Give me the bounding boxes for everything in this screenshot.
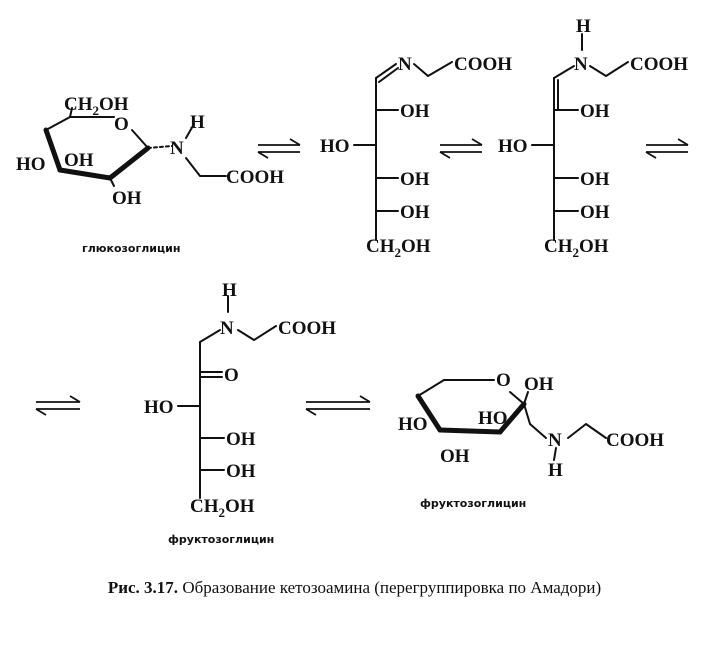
enamine-structure: H N COOH OH HO OH OH CH2OH — [498, 16, 688, 260]
n-ch2-bond — [413, 61, 453, 77]
ring-wedge-bond — [43, 127, 63, 173]
schiff-base-structure: N COOH OH HO OH OH CH2OH — [320, 54, 512, 260]
ring-bond — [45, 116, 71, 131]
oh-group: OH — [400, 101, 430, 122]
ketoamine-open-structure: H N COOH O HO OH OH CH2OH фруктозоглицин — [144, 280, 336, 546]
ho-group: HO — [478, 408, 508, 429]
nitrogen-atom: N — [548, 430, 562, 451]
glucosylglycine-label: глюкозоглицин — [82, 242, 180, 255]
ho-group: HO — [16, 154, 46, 175]
equilibrium-arrow — [35, 395, 81, 416]
fructosylglycine-open-label: фруктозоглицин — [168, 533, 274, 546]
ring-wedge-bond — [57, 167, 113, 181]
ring-wedge-bond — [497, 401, 527, 435]
ho-group: HO — [144, 397, 174, 418]
n-ch2-bond — [237, 325, 277, 341]
hydrogen-atom: H — [576, 16, 591, 37]
oh-group: OH — [226, 461, 256, 482]
ho-group: HO — [498, 136, 528, 157]
cooh-group: COOH — [630, 54, 688, 75]
oh-group: OH — [226, 429, 256, 450]
ch2-bond — [523, 403, 547, 439]
ch2oh-group: CH2OH — [366, 236, 431, 260]
ho-group: HO — [398, 414, 428, 435]
ring-bond — [131, 129, 149, 149]
n-ch2-bond — [185, 157, 227, 177]
carbonyl-double-bond — [199, 371, 223, 378]
equilibrium-arrow — [645, 138, 689, 159]
oh-group: OH — [580, 101, 610, 122]
fructosylglycine-ring-label: фруктозоглицин — [420, 497, 526, 510]
reaction-scheme: CH2OH O HO OH OH H N COOH глюкозоглицин … — [16, 16, 689, 546]
n-h-bond — [553, 447, 557, 461]
c-n-bond — [553, 65, 575, 79]
n-ch2-bond — [567, 423, 607, 439]
ch2oh-bond — [69, 107, 73, 118]
oh-group: OH — [440, 446, 470, 467]
equilibrium-arrow — [257, 138, 301, 159]
fructosylglycine-ring-structure: O OH HO HO OH N H COOH фруктозоглицин — [398, 370, 664, 510]
ring-wedge-bond — [107, 145, 151, 181]
oh-group: OH — [580, 202, 610, 223]
nitrogen-atom: N — [220, 318, 234, 339]
ring-oxygen: O — [496, 370, 511, 391]
imine-double-bond — [375, 63, 399, 83]
glucosylglycine-structure: CH2OH O HO OH OH H N COOH глюкозоглицин — [16, 94, 284, 255]
hydrogen-atom: H — [548, 460, 563, 481]
ring-wedge-bond — [415, 393, 443, 433]
nitrogen-atom: N — [398, 54, 412, 75]
cooh-group: COOH — [606, 430, 664, 451]
nitrogen-atom: N — [170, 138, 184, 159]
figure-title: Образование кетозоамина (перегруппировка… — [182, 578, 602, 597]
oh-group: OH — [400, 169, 430, 190]
oh-group: OH — [580, 169, 610, 190]
ring-bond — [509, 391, 525, 405]
oh-group: OH — [112, 188, 142, 209]
figure-caption: Рис. 3.17. Образование кетозоамина (пере… — [0, 578, 709, 598]
oh-bond — [523, 391, 529, 405]
hydrogen-atom: H — [190, 112, 205, 133]
equilibrium-arrow — [439, 138, 483, 159]
cooh-group: COOH — [278, 318, 336, 339]
ring-bond — [417, 379, 445, 397]
ch2oh-group: CH2OH — [544, 236, 609, 260]
carbonyl-oxygen: O — [224, 365, 239, 386]
anomeric-wavy-bond — [147, 145, 173, 149]
ring-wedge-bond — [437, 427, 503, 435]
cooh-group: COOH — [454, 54, 512, 75]
ch2-n-bond — [199, 329, 221, 343]
n-ch2-bond — [589, 61, 629, 77]
hydrogen-atom: H — [222, 280, 237, 301]
oh-bond — [109, 177, 115, 187]
ch2oh-group: CH2OH — [190, 496, 255, 520]
enol-double-bond — [553, 77, 559, 113]
oh-group: OH — [524, 374, 554, 395]
n-h-bond — [185, 123, 195, 139]
oh-group: OH — [400, 202, 430, 223]
oh-group: OH — [64, 150, 94, 171]
cooh-group: COOH — [226, 167, 284, 188]
figure-number: Рис. 3.17. — [107, 578, 179, 597]
ring-oxygen: O — [114, 114, 129, 135]
ch2oh-group: CH2OH — [64, 94, 129, 118]
equilibrium-arrow — [305, 395, 371, 416]
ho-group: HO — [320, 136, 350, 157]
nitrogen-atom: N — [574, 54, 588, 75]
